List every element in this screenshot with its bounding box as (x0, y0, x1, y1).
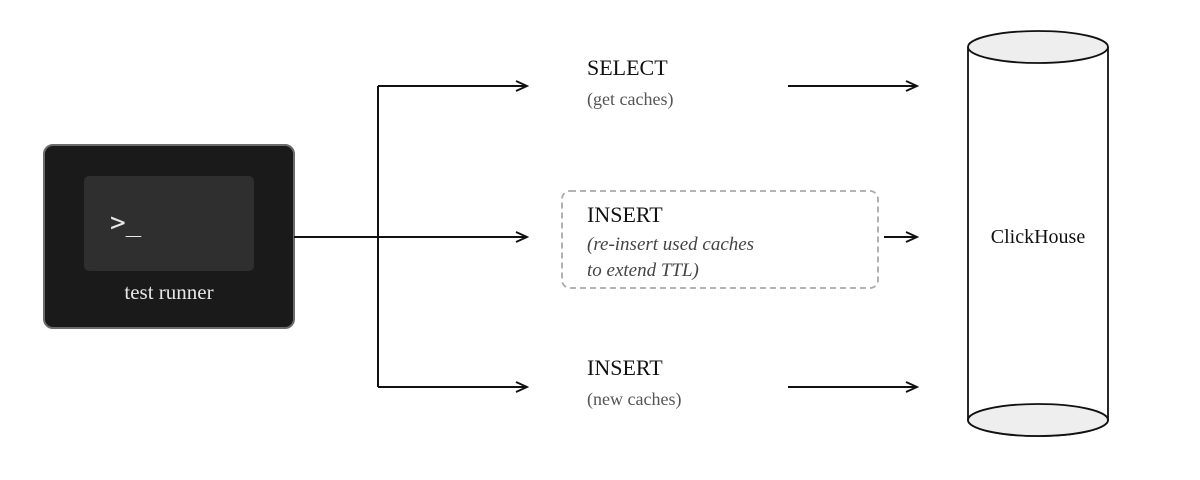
insert-subtitle: (new caches) (587, 389, 682, 409)
terminal-screen (84, 176, 254, 271)
clickhouse-cylinder (967, 30, 1109, 437)
insert-title: INSERT (587, 355, 663, 380)
select-subtitle: (get caches) (587, 89, 674, 109)
reinsert-subtitle-line1: (re-insert used caches (587, 234, 755, 255)
terminal-prompt-icon: >_ (110, 208, 142, 238)
reinsert-subtitle-line2: to extend TTL) (587, 260, 699, 281)
select-title: SELECT (587, 55, 668, 80)
test-runner-label: test runner (124, 280, 214, 304)
reinsert-title: INSERT (587, 202, 663, 227)
clickhouse-label: ClickHouse (990, 226, 1086, 248)
reinsert-dashed-box (561, 190, 879, 289)
